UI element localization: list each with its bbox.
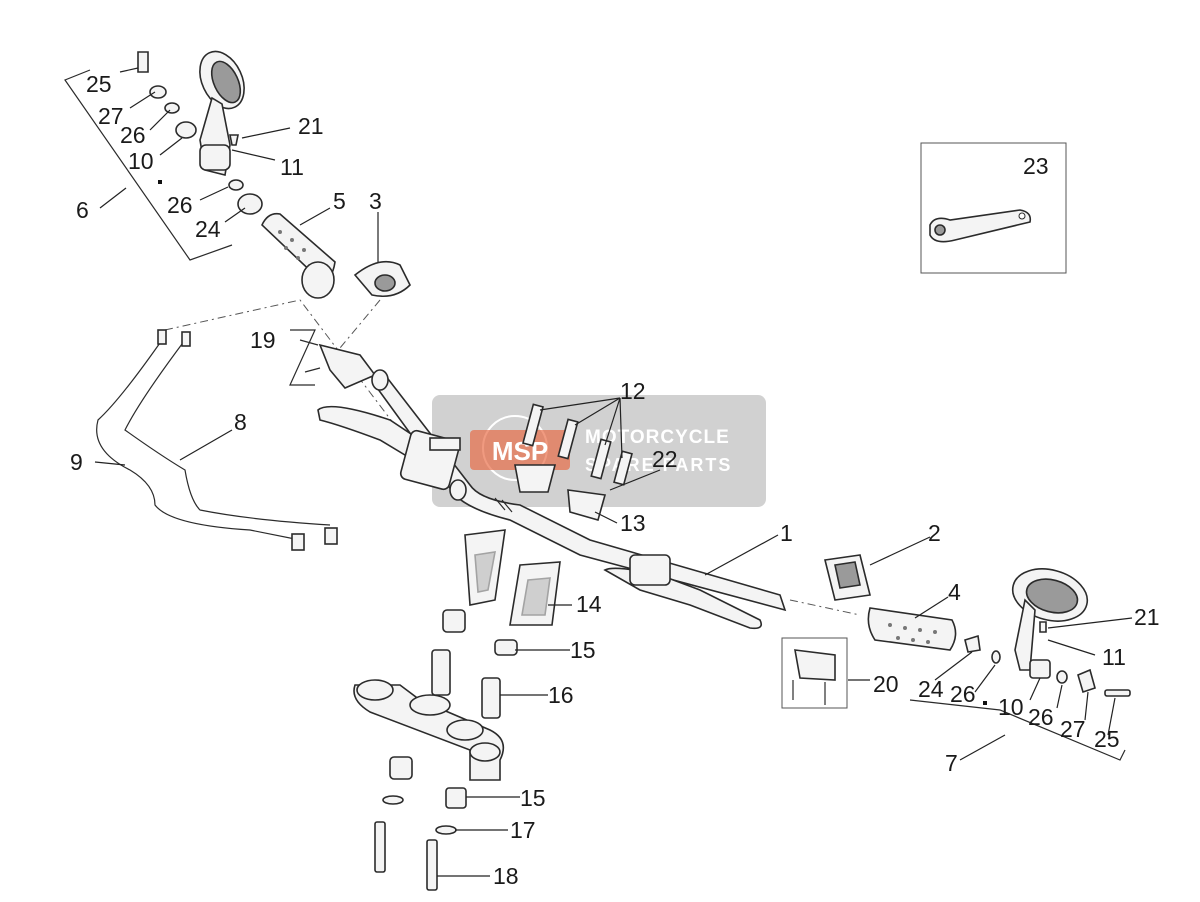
callout-17: 17 bbox=[510, 817, 536, 843]
callout-numbers: 25 27 26 10 21 11 6 26 24 5 3 23 19 12 8… bbox=[70, 71, 1160, 889]
callout-20: 20 bbox=[873, 671, 899, 697]
left-switch bbox=[353, 260, 411, 298]
callout-5: 5 bbox=[333, 188, 346, 214]
callout-1: 1 bbox=[780, 520, 793, 546]
callout-13: 13 bbox=[620, 510, 646, 536]
callout-15-upper: 15 bbox=[570, 637, 596, 663]
callout-3: 3 bbox=[369, 188, 382, 214]
center-lines bbox=[164, 299, 861, 616]
callout-26-left-lower: 26 bbox=[167, 192, 193, 218]
callout-25-right: 25 bbox=[1094, 726, 1120, 752]
left-mirror-assembly bbox=[64, 50, 263, 261]
callout-11-left: 11 bbox=[280, 154, 304, 180]
clutch-cables bbox=[96, 329, 338, 551]
callout-9: 9 bbox=[70, 449, 83, 475]
bracket-20 bbox=[781, 637, 848, 709]
right-switch bbox=[824, 554, 871, 601]
callout-4: 4 bbox=[948, 579, 961, 605]
right-lever-assembly bbox=[603, 554, 763, 630]
right-mirror-assembly bbox=[909, 568, 1131, 761]
callout-6: 6 bbox=[76, 197, 89, 223]
riser-assembly bbox=[353, 529, 561, 891]
callout-21-left: 21 bbox=[298, 113, 324, 139]
callout-21-right: 21 bbox=[1134, 604, 1160, 630]
callout-25-left: 25 bbox=[86, 71, 112, 97]
callout-16: 16 bbox=[548, 682, 574, 708]
callout-27-right: 27 bbox=[1060, 716, 1086, 742]
tool-box-23 bbox=[920, 142, 1067, 274]
bracket-19 bbox=[289, 329, 377, 389]
callout-10-left: 10 bbox=[128, 148, 154, 174]
callout-27-left: 27 bbox=[98, 103, 124, 129]
callout-22: 22 bbox=[652, 446, 678, 472]
callout-11-right: 11 bbox=[1102, 644, 1126, 670]
callout-26-right-b: 26 bbox=[1028, 704, 1054, 730]
right-grip bbox=[867, 607, 957, 651]
callout-26-right-a: 26 bbox=[950, 681, 976, 707]
left-grip bbox=[261, 212, 336, 299]
callout-19: 19 bbox=[250, 327, 276, 353]
callout-12: 12 bbox=[620, 378, 646, 404]
callout-14: 14 bbox=[576, 591, 602, 617]
callout-10-right: 10 bbox=[998, 694, 1024, 720]
callout-26-left-upper: 26 bbox=[120, 122, 146, 148]
callout-24-right: 24 bbox=[918, 676, 944, 702]
callout-8: 8 bbox=[234, 409, 247, 435]
callout-23: 23 bbox=[1023, 153, 1049, 179]
watermark-logo: MSP bbox=[492, 436, 548, 466]
left-lever-assembly bbox=[317, 405, 467, 501]
callout-7: 7 bbox=[945, 750, 958, 776]
callout-24-left: 24 bbox=[195, 216, 221, 242]
leader-lines bbox=[94, 67, 1133, 877]
callout-2: 2 bbox=[928, 520, 941, 546]
callout-18: 18 bbox=[493, 863, 519, 889]
callout-15-lower: 15 bbox=[520, 785, 546, 811]
